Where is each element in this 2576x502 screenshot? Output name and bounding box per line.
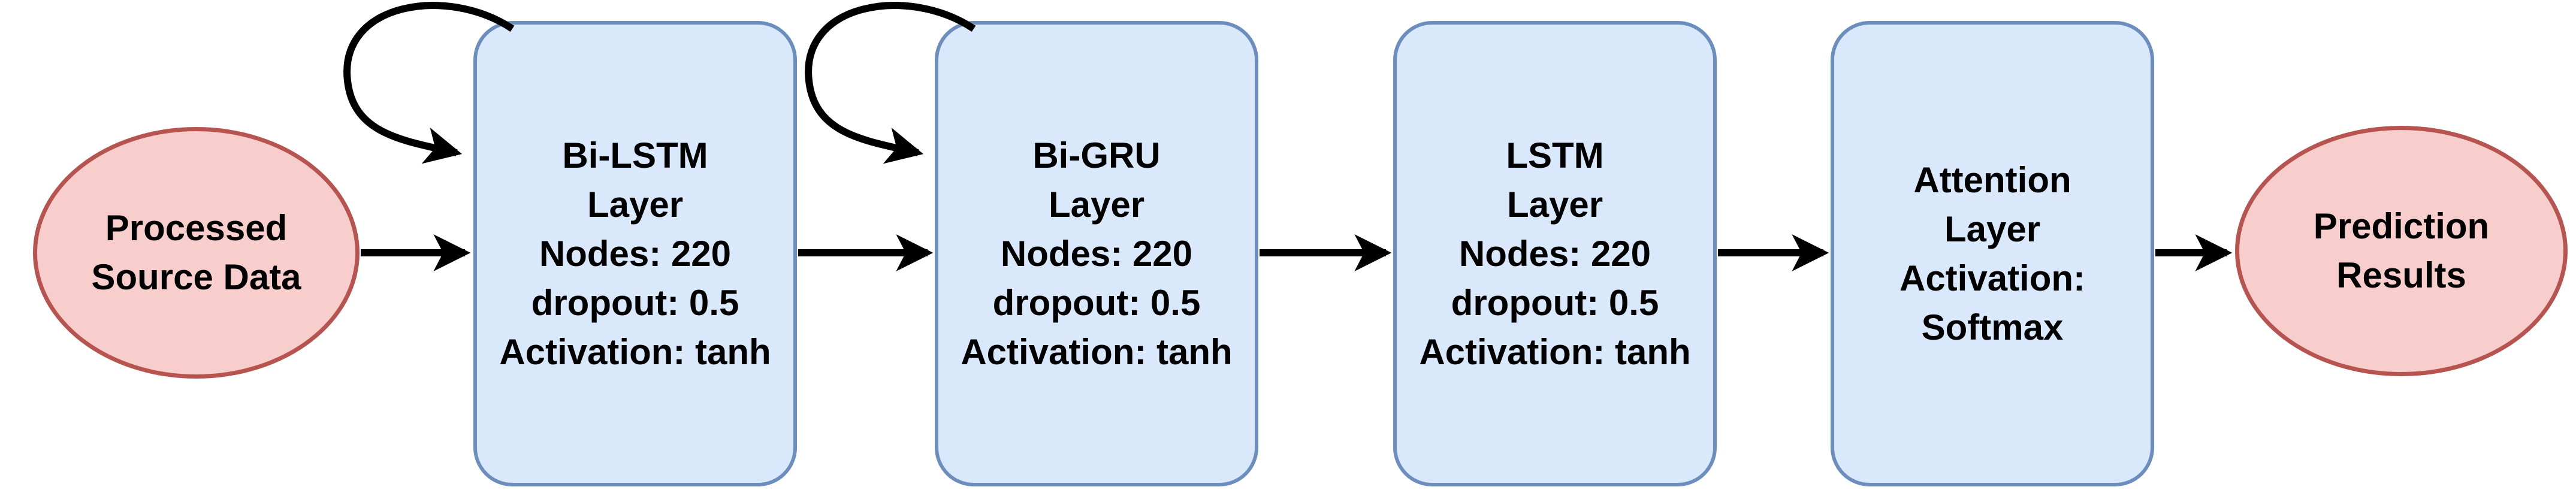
- node-label-line: Activation: tanh: [1419, 331, 1691, 372]
- node-label-line: dropout: 0.5: [1451, 282, 1659, 323]
- node-label-line: Nodes: 220: [1000, 233, 1193, 274]
- node-label-line: Activation: tanh: [499, 331, 771, 372]
- node-label-line: Nodes: 220: [539, 233, 732, 274]
- node-label-line: Nodes: 220: [1458, 233, 1651, 274]
- node-label-line: Layer: [587, 184, 684, 225]
- node-lstm-layer: LSTM Layer Nodes: 220 dropout: 0.5 Activ…: [1393, 21, 1717, 486]
- node-label-line: Layer: [1506, 184, 1603, 225]
- node-label-line: Prediction: [2313, 206, 2490, 246]
- node-label-line: Layer: [1944, 208, 2041, 249]
- node-label-line: Processed: [105, 208, 288, 248]
- node-label-line: LSTM: [1506, 135, 1604, 176]
- node-label-line: Source Data: [91, 257, 301, 297]
- node-label-line: Results: [2336, 255, 2466, 295]
- node-label-line: Activation:: [1899, 258, 2086, 298]
- node-processed-source-data: Processed Source Data: [33, 127, 360, 379]
- node-label-line: Attention: [1913, 159, 2071, 200]
- node-bi-lstm-layer: Bi-LSTM Layer Nodes: 220 dropout: 0.5 Ac…: [473, 21, 797, 486]
- node-label-line: Layer: [1048, 184, 1145, 225]
- node-label-line: Bi-GRU: [1032, 135, 1161, 176]
- node-label-line: Softmax: [1921, 307, 2064, 347]
- node-label-line: Bi-LSTM: [562, 135, 708, 176]
- node-bi-gru-layer: Bi-GRU Layer Nodes: 220 dropout: 0.5 Act…: [935, 21, 1258, 486]
- node-label-line: dropout: 0.5: [992, 282, 1201, 323]
- node-attention-layer: Attention Layer Activation: Softmax: [1831, 21, 2154, 486]
- node-label-line: dropout: 0.5: [531, 282, 739, 323]
- node-label-line: Activation: tanh: [961, 331, 1233, 372]
- node-prediction-results: Prediction Results: [2235, 126, 2568, 376]
